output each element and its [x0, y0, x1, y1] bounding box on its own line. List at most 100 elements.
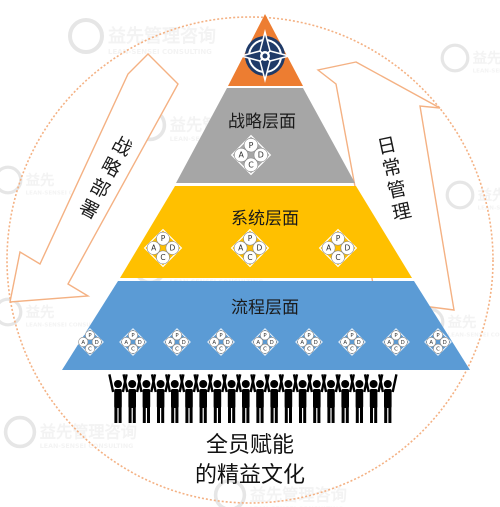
pdca-letter-d: D [270, 340, 274, 346]
pdca-node-c [433, 343, 443, 354]
people-row [108, 374, 398, 423]
pdca-letter-d: D [256, 243, 262, 252]
pdca-node-c [304, 343, 314, 354]
pdca-letter-p: P [436, 333, 440, 339]
watermark-text: 益先管理咨询 [250, 485, 347, 504]
right-arrow-text-char-1: 日 [375, 133, 398, 158]
background-circle [6, 16, 494, 504]
pdca-node-p [260, 330, 270, 341]
right-arrow-text-char-2: 常 [380, 155, 403, 180]
person-icon [264, 374, 284, 423]
pdca-letter-p: P [249, 141, 254, 150]
pdca-node-a [253, 337, 264, 347]
footer-line-1: 全员赋能 [206, 433, 294, 458]
pdca-node-d [439, 337, 450, 347]
tier-label-system: 系统层面 [231, 209, 299, 229]
pdca-node-a [340, 337, 351, 347]
pdca-node-d [353, 337, 364, 347]
right-arrow-text-char-3: 管 [385, 177, 408, 202]
pdca-letter-c: C [247, 253, 252, 262]
pdca-node-d [266, 337, 277, 347]
pdca-letter-a: A [387, 340, 391, 346]
pdca-node-p [391, 330, 401, 341]
pdca-letter-p: P [175, 333, 179, 339]
pdca-node-p [243, 138, 259, 153]
person-icon [221, 374, 242, 423]
person-icon [136, 374, 157, 423]
person-icon [165, 374, 185, 423]
pdca-letter-c: C [88, 347, 92, 353]
tier-label-process: 流程层面 [231, 298, 299, 318]
compass-icon [238, 29, 292, 83]
pdca-node-d [134, 337, 145, 347]
pdca-letter-c: C [436, 347, 440, 353]
watermark-en-text: LEAN-SENSEI CONSULTING [448, 332, 500, 338]
pdca-node-p [216, 330, 226, 341]
pdca-letter-d: D [258, 151, 264, 160]
pdca-letter-a: A [212, 340, 216, 346]
watermark-text: 益先管理咨询 [40, 422, 137, 441]
pdca-node-d [397, 337, 408, 347]
person-icon [321, 374, 341, 423]
watermark-logo: 益先管理咨询 LEAN-SENSEI CONSULTING [3, 415, 137, 450]
pdca-node-a [146, 241, 161, 255]
watermark-en-text: LEAN-SENSEI CONSULTING [478, 205, 500, 211]
pdca-node-d [253, 147, 268, 163]
pdca-letter-a: A [326, 243, 332, 252]
pdca-letter-a: A [81, 340, 85, 346]
pdca-letter-p: P [131, 333, 135, 339]
pdca-node-p [128, 330, 138, 341]
pyramid-tier-process [62, 281, 470, 370]
pdca-letter-c: C [263, 347, 267, 353]
pdca-node-c [128, 343, 138, 354]
pyramid-tier-strategy [176, 88, 355, 183]
pdca-letter-d: D [314, 340, 318, 346]
pdca-node-c [172, 343, 182, 354]
pdca-letter-d: D [401, 340, 405, 346]
watermark-en-text: LEAN-SENSEI CONSULTING [40, 443, 134, 450]
pdca-letter-p: P [394, 333, 398, 339]
pdca-node-a [234, 147, 249, 163]
pdca-node-c [216, 343, 226, 354]
pdca-letter-d: D [357, 340, 361, 346]
pdca-node-d [222, 337, 233, 347]
pdca-cycles: PDCAPDCAPDCAPDCAPDCAPDCAPDCAPDCAPDCAPDCA… [76, 134, 452, 356]
pdca-letter-d: D [226, 340, 230, 346]
pdca-letter-c: C [160, 253, 165, 262]
pdca-node-a [233, 241, 248, 255]
pdca-letter-c: C [175, 347, 179, 353]
pdca-node-a [78, 337, 89, 347]
footer-line-2: 的精益文化 [195, 463, 305, 488]
pdca-letter-p: P [219, 333, 223, 339]
pdca-letter-a: A [300, 340, 304, 346]
pdca-node-a [209, 337, 220, 347]
pdca-node-p [243, 231, 257, 246]
pdca-letter-a: A [343, 340, 347, 346]
pdca-node-c [243, 157, 259, 172]
watermark-text: 益先 [473, 49, 500, 67]
pdca-node-c [391, 343, 401, 354]
person-icon [278, 374, 299, 423]
pdca-letter-d: D [95, 340, 99, 346]
watermark-text: 益先 [26, 171, 55, 189]
pdca-node-p [433, 330, 443, 341]
pdca-node-c [243, 250, 257, 265]
pdca-letter-c: C [219, 347, 223, 353]
pdca-letter-a: A [168, 340, 172, 346]
pdca-letter-d: D [138, 340, 142, 346]
pdca-node-c [260, 343, 270, 354]
watermark-text: 益先 [26, 303, 55, 321]
pdca-node-p [85, 330, 95, 341]
